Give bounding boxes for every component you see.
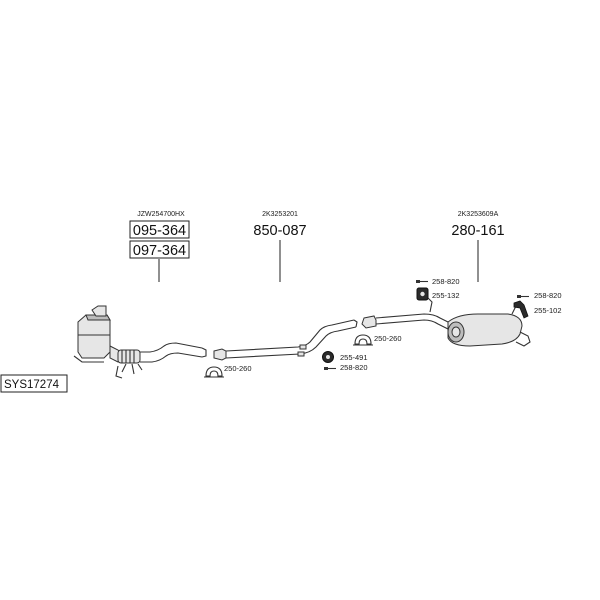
clamp-center[interactable] [353, 334, 373, 346]
fitting-label-mount-rear: 255-132 [432, 291, 460, 300]
center-pipe-drawing[interactable] [213, 319, 358, 361]
system-code-box [0, 374, 68, 393]
clamp-left[interactable] [204, 366, 224, 378]
bolt-rear-upper[interactable] [416, 280, 428, 283]
bolt-center[interactable] [324, 367, 336, 370]
part-box-front-2[interactable] [129, 240, 190, 259]
oem-code-front: JZW254700HX [137, 211, 185, 218]
fitting-label-mount-center: 255-491 [340, 353, 368, 362]
part-number-front-2[interactable]: 097-364 [133, 243, 186, 259]
part-number-rear[interactable]: 280-161 [451, 223, 504, 239]
system-code: SYS17274 [4, 379, 60, 391]
catalytic-converter-drawing[interactable] [73, 305, 207, 379]
bolt-rear-right[interactable] [517, 295, 529, 298]
rubber-mount-center[interactable] [322, 351, 334, 363]
fitting-label-bolt-rear-upper: 258-820 [432, 277, 460, 286]
part-box-front-1[interactable] [129, 220, 190, 239]
rear-muffler-drawing[interactable] [361, 297, 531, 347]
fitting-label-bracket-rear: 255-102 [534, 306, 562, 315]
fitting-label-clamp-left: 250-260 [224, 364, 252, 373]
oem-code-center: 2K3253201 [262, 211, 298, 218]
part-number-front-1[interactable]: 095-364 [133, 223, 186, 239]
oem-code-rear: 2K3253609A [458, 211, 499, 218]
rubber-mount-rear[interactable] [416, 287, 429, 301]
fitting-label-clamp-center: 250-260 [374, 334, 402, 343]
fitting-label-bolt-rear-right: 258-820 [534, 291, 562, 300]
bracket-rear[interactable] [513, 300, 529, 319]
fitting-label-bolt-center: 258-820 [340, 363, 368, 372]
part-number-center[interactable]: 850-087 [253, 223, 306, 239]
